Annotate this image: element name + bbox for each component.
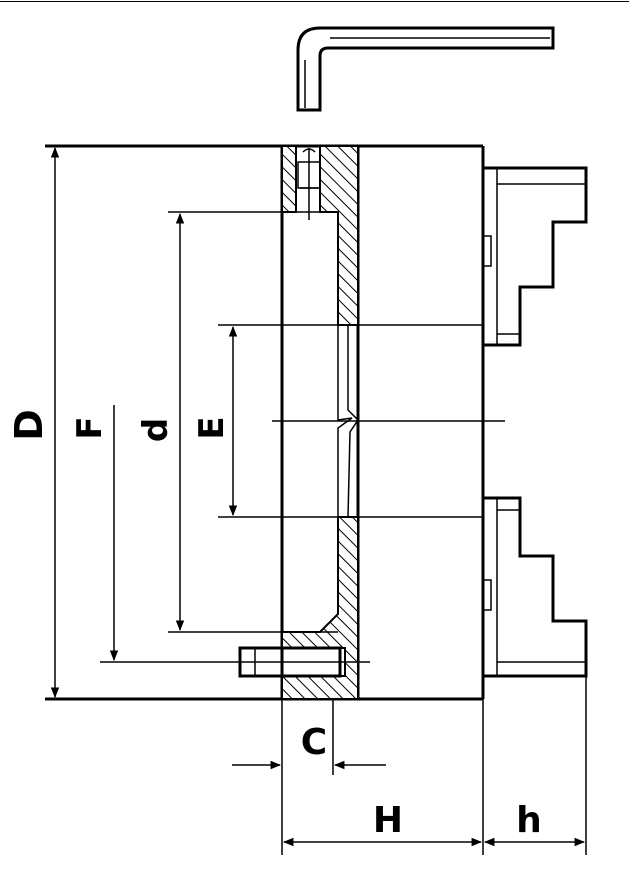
top-set-screw [297,148,321,220]
hex-key [296,26,555,112]
label-C: C [301,722,327,763]
label-E: E [192,416,232,439]
label-H: H [373,800,403,841]
center-bore [337,212,359,614]
label-d: d [136,418,176,442]
label-h: h [516,800,542,841]
label-D: D [7,409,51,441]
upper-jaw [482,166,588,347]
chuck-body [45,144,485,701]
dimension-arrows [50,146,586,847]
lower-jaw [482,496,588,678]
label-F: F [70,416,110,439]
extension-lines [100,211,587,855]
